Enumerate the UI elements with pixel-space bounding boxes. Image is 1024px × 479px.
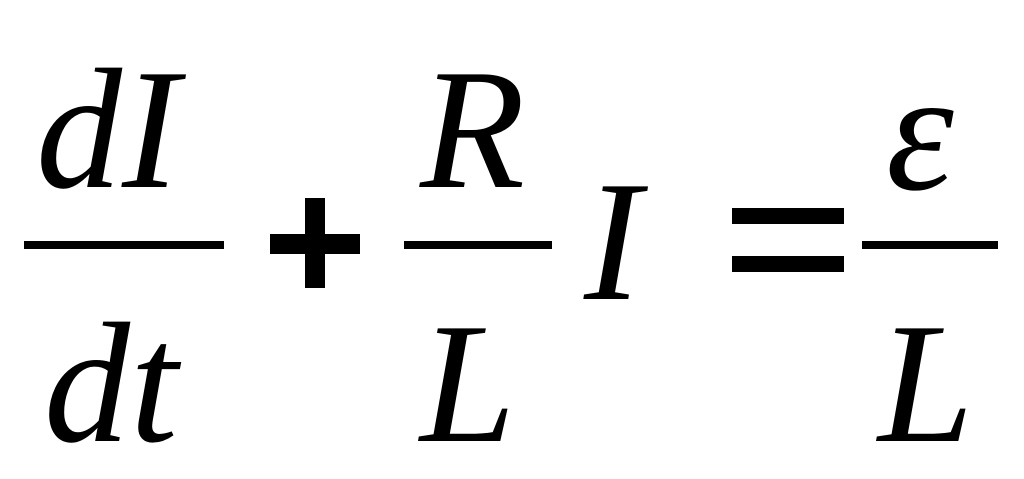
equals-top-stroke <box>732 208 844 224</box>
denominator-dt: dt <box>44 289 178 479</box>
fraction-bar-2 <box>404 241 552 249</box>
equals-bottom-stroke <box>732 256 844 272</box>
denominator-l: L <box>420 289 516 479</box>
variable-i: I <box>584 147 642 337</box>
fraction-bar-1 <box>24 241 224 249</box>
numerator-di: dI <box>36 35 180 225</box>
fraction-bar-3 <box>862 241 998 249</box>
numerator-epsilon: ε <box>886 37 954 227</box>
plus-vertical-stroke <box>305 198 325 288</box>
numerator-r: R <box>420 35 526 225</box>
denominator-l-2: L <box>878 289 974 479</box>
